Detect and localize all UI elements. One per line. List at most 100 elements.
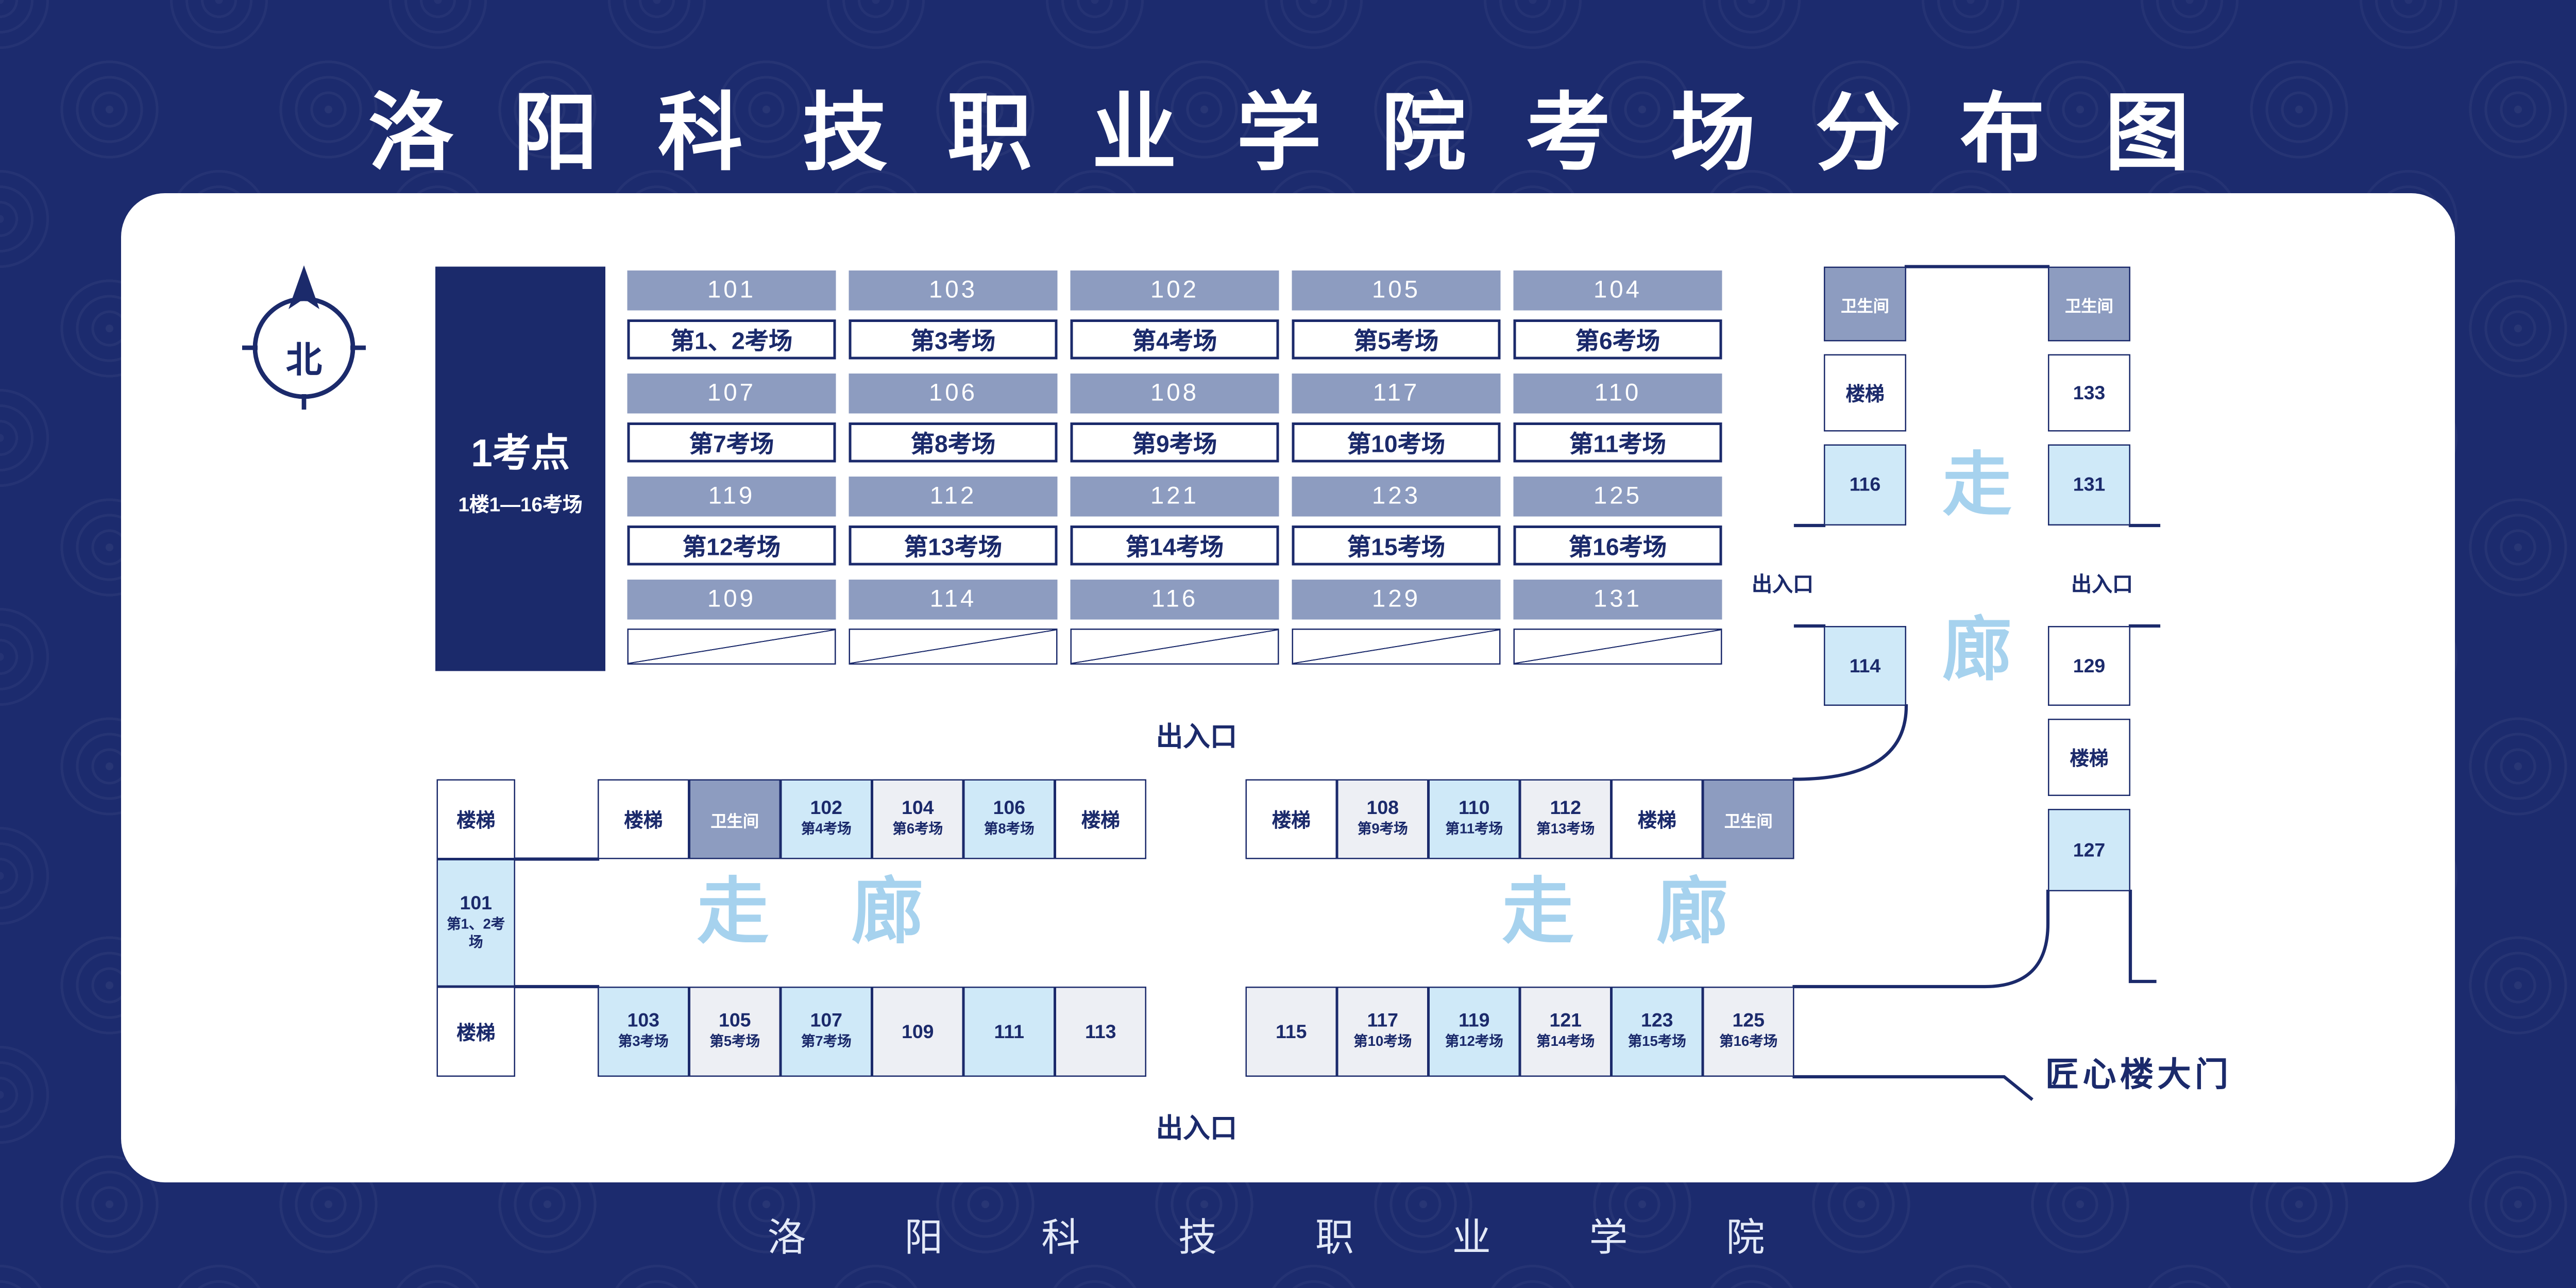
room-number-cell: 112 [849, 477, 1058, 517]
room-number-cell: 103 [849, 270, 1058, 311]
grid-number-row-1: 101 103 102 105 104 [627, 270, 1722, 311]
room-number: 111 [994, 1021, 1024, 1043]
room-cell-117: 117 第10考场 [1337, 987, 1429, 1077]
south-row-west-group: 103 第3考场 105 第5考场 107 第7考场 109 111 113 [598, 987, 1146, 1077]
room-number-cell: 129 [1292, 580, 1501, 620]
compass: 北 [232, 260, 376, 420]
exam-room-cell: 第12考场 [627, 526, 836, 566]
room-number-cell: 114 [849, 580, 1058, 620]
room-label: 第12考场 [1445, 1034, 1503, 1050]
stairs-label: 楼梯 [1081, 809, 1120, 832]
room-cell-110: 110 第11考场 [1428, 779, 1520, 859]
unused-room-cell [849, 629, 1058, 665]
room-grid: 101 103 102 105 104 第1、2考场 第3考场 第4考场 第5考… [627, 270, 1722, 665]
room-number: 102 [810, 797, 843, 820]
room-cell-112: 112 第13考场 [1520, 779, 1612, 859]
room-label: 第16考场 [1719, 1034, 1778, 1050]
site-block: 1考点 1楼1—16考场 [435, 266, 605, 671]
room-number: 106 [993, 797, 1026, 820]
restroom-cell: 卫生间 [2048, 266, 2130, 342]
corridor-char: 走 [1502, 871, 1574, 952]
room-number-cell: 116 [1070, 580, 1279, 620]
corridor-char: 走 [697, 871, 769, 952]
room-cell-107: 107 第7考场 [781, 987, 872, 1077]
floor-plan-panel: 北 1考点 1楼1—16考场 101 103 102 105 104 第1、2考… [121, 193, 2455, 1182]
room-label: 第6考场 [892, 822, 943, 838]
restroom-cell: 卫生间 [1703, 779, 1794, 859]
exam-room-cell: 第14考场 [1070, 526, 1279, 566]
room-number: 105 [718, 1010, 751, 1032]
room-number-cell: 108 [1070, 374, 1279, 414]
room-number-cell: 104 [1513, 270, 1722, 311]
room-cell-133: 133 [2048, 354, 2130, 432]
room-cell-115: 115 [1245, 987, 1337, 1077]
room-cell-121: 121 第14考场 [1520, 987, 1612, 1077]
unused-room-cell [1292, 629, 1501, 665]
stairs-label: 楼梯 [624, 809, 663, 832]
site-title: 1考点 [471, 432, 570, 475]
room-cell-109: 109 [872, 987, 963, 1077]
room-label: 第14考场 [1536, 1034, 1595, 1050]
corridor-connection-curve-bottom [1792, 889, 2050, 989]
room-number: 101 [460, 892, 493, 914]
restroom-cell: 卫生间 [1824, 266, 1906, 342]
room-cell-105: 105 第5考场 [689, 987, 781, 1077]
room-number-cell: 117 [1292, 374, 1501, 414]
room-number: 103 [627, 1010, 660, 1032]
room-label: 第10考场 [1353, 1034, 1412, 1050]
stairs-cell: 楼梯 [1055, 779, 1146, 859]
south-row-east-group: 115 117 第10考场 119 第12考场 121 第14考场 123 第1… [1245, 987, 1794, 1077]
exam-room-cell: 第8考场 [849, 422, 1058, 463]
exit-label-south: 出入口 [1156, 1114, 1238, 1144]
vertical-corridor-text-1: 走 [1942, 447, 2012, 524]
footer-text: 洛 阳 科 技 职 业 学 院 [767, 1217, 1809, 1260]
room-number: 112 [1550, 797, 1581, 820]
corridor-text-east: 走 廊 [1442, 871, 1789, 952]
building-outer-corner [2128, 889, 2157, 984]
grid-crossed-row [627, 629, 1722, 665]
room-cell-123: 123 第15考场 [1611, 987, 1703, 1077]
room-label: 第5考场 [709, 1034, 760, 1050]
restroom-label: 卫生间 [1724, 812, 1773, 831]
room-cell-108: 108 第9考场 [1337, 779, 1429, 859]
room-number-cell: 109 [627, 580, 836, 620]
room-number: 115 [1275, 1021, 1307, 1043]
room-number: 107 [810, 1010, 843, 1032]
room-cell-129: 129 [2048, 626, 2130, 706]
room-number: 108 [1366, 797, 1399, 820]
grid-number-row-3: 119 112 121 123 125 [627, 477, 1722, 517]
room-cell-111: 111 [963, 987, 1055, 1077]
room-cell-127: 127 [2048, 809, 2130, 891]
unused-room-cell [627, 629, 836, 665]
room-cell-114: 114 [1824, 626, 1906, 706]
exit-label-north: 出入口 [1156, 722, 1238, 753]
unused-room-cell [1070, 629, 1279, 665]
exam-room-cell: 第11考场 [1513, 422, 1722, 463]
exam-room-cell: 第10考场 [1292, 422, 1501, 463]
vertical-corridor-text-2: 廊 [1942, 612, 2012, 689]
stairs-cell: 楼梯 [436, 779, 515, 859]
room-cell-113: 113 [1055, 987, 1146, 1077]
stairs-cell: 楼梯 [1245, 779, 1337, 859]
stairs-label: 楼梯 [456, 809, 496, 832]
stairs-cell: 楼梯 [2048, 719, 2130, 796]
stairs-cell: 楼梯 [1611, 779, 1703, 859]
room-number-cell: 105 [1292, 270, 1501, 311]
room-number: 109 [901, 1021, 934, 1043]
room-number: 123 [1640, 1010, 1673, 1032]
room-cell-116: 116 [1824, 444, 1906, 526]
corridor-char: 廊 [851, 871, 924, 952]
room-number-cell: 107 [627, 374, 836, 414]
room-number: 125 [1732, 1010, 1765, 1032]
room-label: 第1、2考场 [447, 917, 505, 950]
exam-room-cell: 第16考场 [1513, 526, 1722, 566]
grid-number-row-4: 109 114 116 129 131 [627, 580, 1722, 620]
exam-room-cell: 第6考场 [1513, 319, 1722, 360]
room-number: 119 [1458, 1010, 1490, 1032]
room-number: 117 [1367, 1010, 1398, 1032]
room-number-cell: 123 [1292, 477, 1501, 517]
room-number-cell: 121 [1070, 477, 1279, 517]
room-number-cell: 101 [627, 270, 836, 311]
room-label: 第8考场 [984, 822, 1035, 838]
